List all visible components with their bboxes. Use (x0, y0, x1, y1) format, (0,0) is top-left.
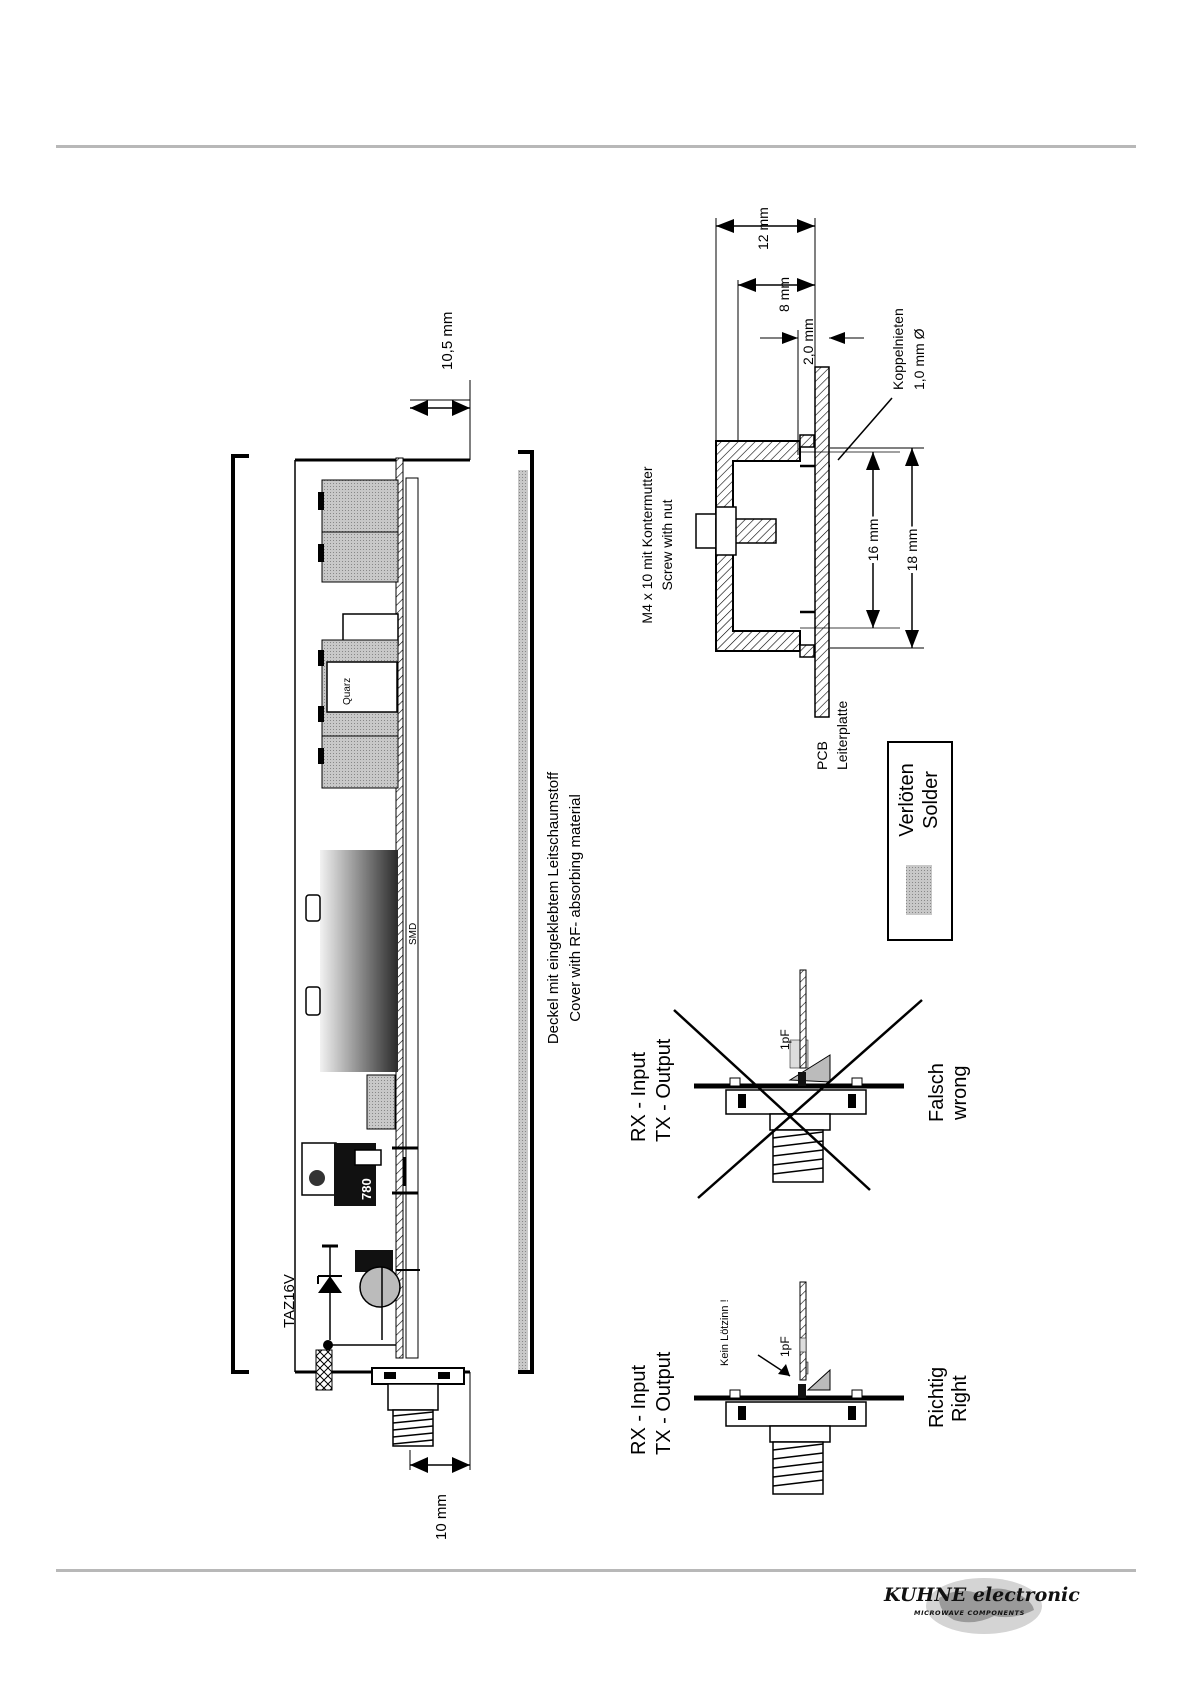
logo-tagline: MICROWAVE COMPONENTS (914, 1609, 1025, 1617)
globe-icon (926, 1578, 1042, 1634)
bracket-left (231, 454, 249, 1374)
koppel-dia-label: 1,0 mm Ø (911, 328, 927, 390)
smd-label: SMD (408, 923, 419, 945)
dim-top (410, 380, 471, 460)
woven-cable (315, 1349, 333, 1391)
dim-12-label: 12 mm (755, 207, 771, 250)
legend-box: Verlöten Solder (887, 741, 953, 941)
footer-rule (56, 1569, 1136, 1572)
koppel-label: Koppelnieten (890, 308, 906, 390)
tx-output-right: TX - Output (653, 1351, 675, 1455)
electrolytic-cap (359, 1266, 401, 1308)
black-cap (355, 1250, 393, 1272)
tx-output-wrong: TX - Output (653, 1038, 675, 1142)
detail-wrong: 1pF RX - Input TX - Output Falsch wrong (628, 969, 971, 1199)
kein-lotzinn-label: Kein Lötzinn ! (719, 1299, 731, 1366)
bracket-right (518, 450, 534, 1374)
leiterplatte-label: Leiterplatte (834, 701, 850, 770)
dim-2-label: 2,0 mm (800, 318, 816, 365)
pcb-label: PCB (814, 741, 830, 770)
legend-label-de: Verlöten (896, 763, 918, 836)
logo-name: KUHNE electronic (884, 1584, 1080, 1606)
screw-label-de: M4 x 10 mit Kontermutter (639, 466, 655, 624)
dim-left-label: 10 mm (433, 1494, 450, 1540)
gradient-can-2 (320, 940, 398, 1072)
dotted-block (366, 1074, 396, 1130)
dim-bottom (409, 1372, 471, 1473)
rx-input-wrong: RX - Input (628, 1052, 650, 1142)
header-rule (56, 145, 1136, 148)
cover-label-en: Cover with RF- absorbing material (567, 794, 584, 1022)
cross-section: 12 mm 8 mm 2,0 mm Koppelnieten 1,0 mm Ø … (639, 207, 927, 770)
sma-body (387, 1383, 439, 1411)
dim-18-label: 18 mm (904, 529, 920, 572)
regulator-tab (301, 1142, 337, 1196)
absorber-strip (518, 470, 528, 1370)
right-label: Right (949, 1375, 971, 1422)
cap-label-wrong: 1pF (778, 1029, 792, 1050)
legend-swatch (906, 865, 932, 915)
capacitor-white (342, 613, 399, 645)
taz16v-label: TAZ16V (281, 1274, 298, 1328)
dim-right-label: 10,5 mm (439, 312, 456, 370)
module-4 (321, 735, 399, 789)
gradient-can-1 (320, 850, 398, 940)
regulator-label: 780 (359, 1178, 374, 1200)
detail-right: Kein Lötzinn ! 1pF RX - Input TX - Outpu… (628, 1281, 971, 1495)
module-1 (321, 479, 399, 533)
dim-8-label: 8 mm (776, 277, 792, 312)
cover-label-de: Deckel mit eingeklebtem Leitschaumstoff (545, 771, 562, 1044)
wrong-label: wrong (949, 1066, 971, 1121)
quarz-crystal (326, 661, 398, 713)
pcb-inner (405, 477, 419, 1359)
cap-label-right: 1pF (778, 1336, 792, 1357)
dim-16-label: 16 mm (865, 519, 881, 562)
side-view: 10,5 mm 10 mm TAZ16V 780 SMD Quarz Decke… (231, 312, 584, 1540)
quarz-label: Quarz (342, 678, 353, 705)
screw-label-en: Screw with nut (659, 499, 675, 590)
section-pcb (814, 366, 830, 718)
module-2 (321, 531, 399, 583)
falsch-label: Falsch (926, 1063, 948, 1122)
kuhne-logo: KUHNE electronic MICROWAVE COMPONENTS (884, 1576, 1084, 1636)
rx-input-right: RX - Input (628, 1365, 650, 1455)
legend-label-en: Solder (920, 771, 942, 829)
richtig-label: Richtig (926, 1367, 948, 1428)
